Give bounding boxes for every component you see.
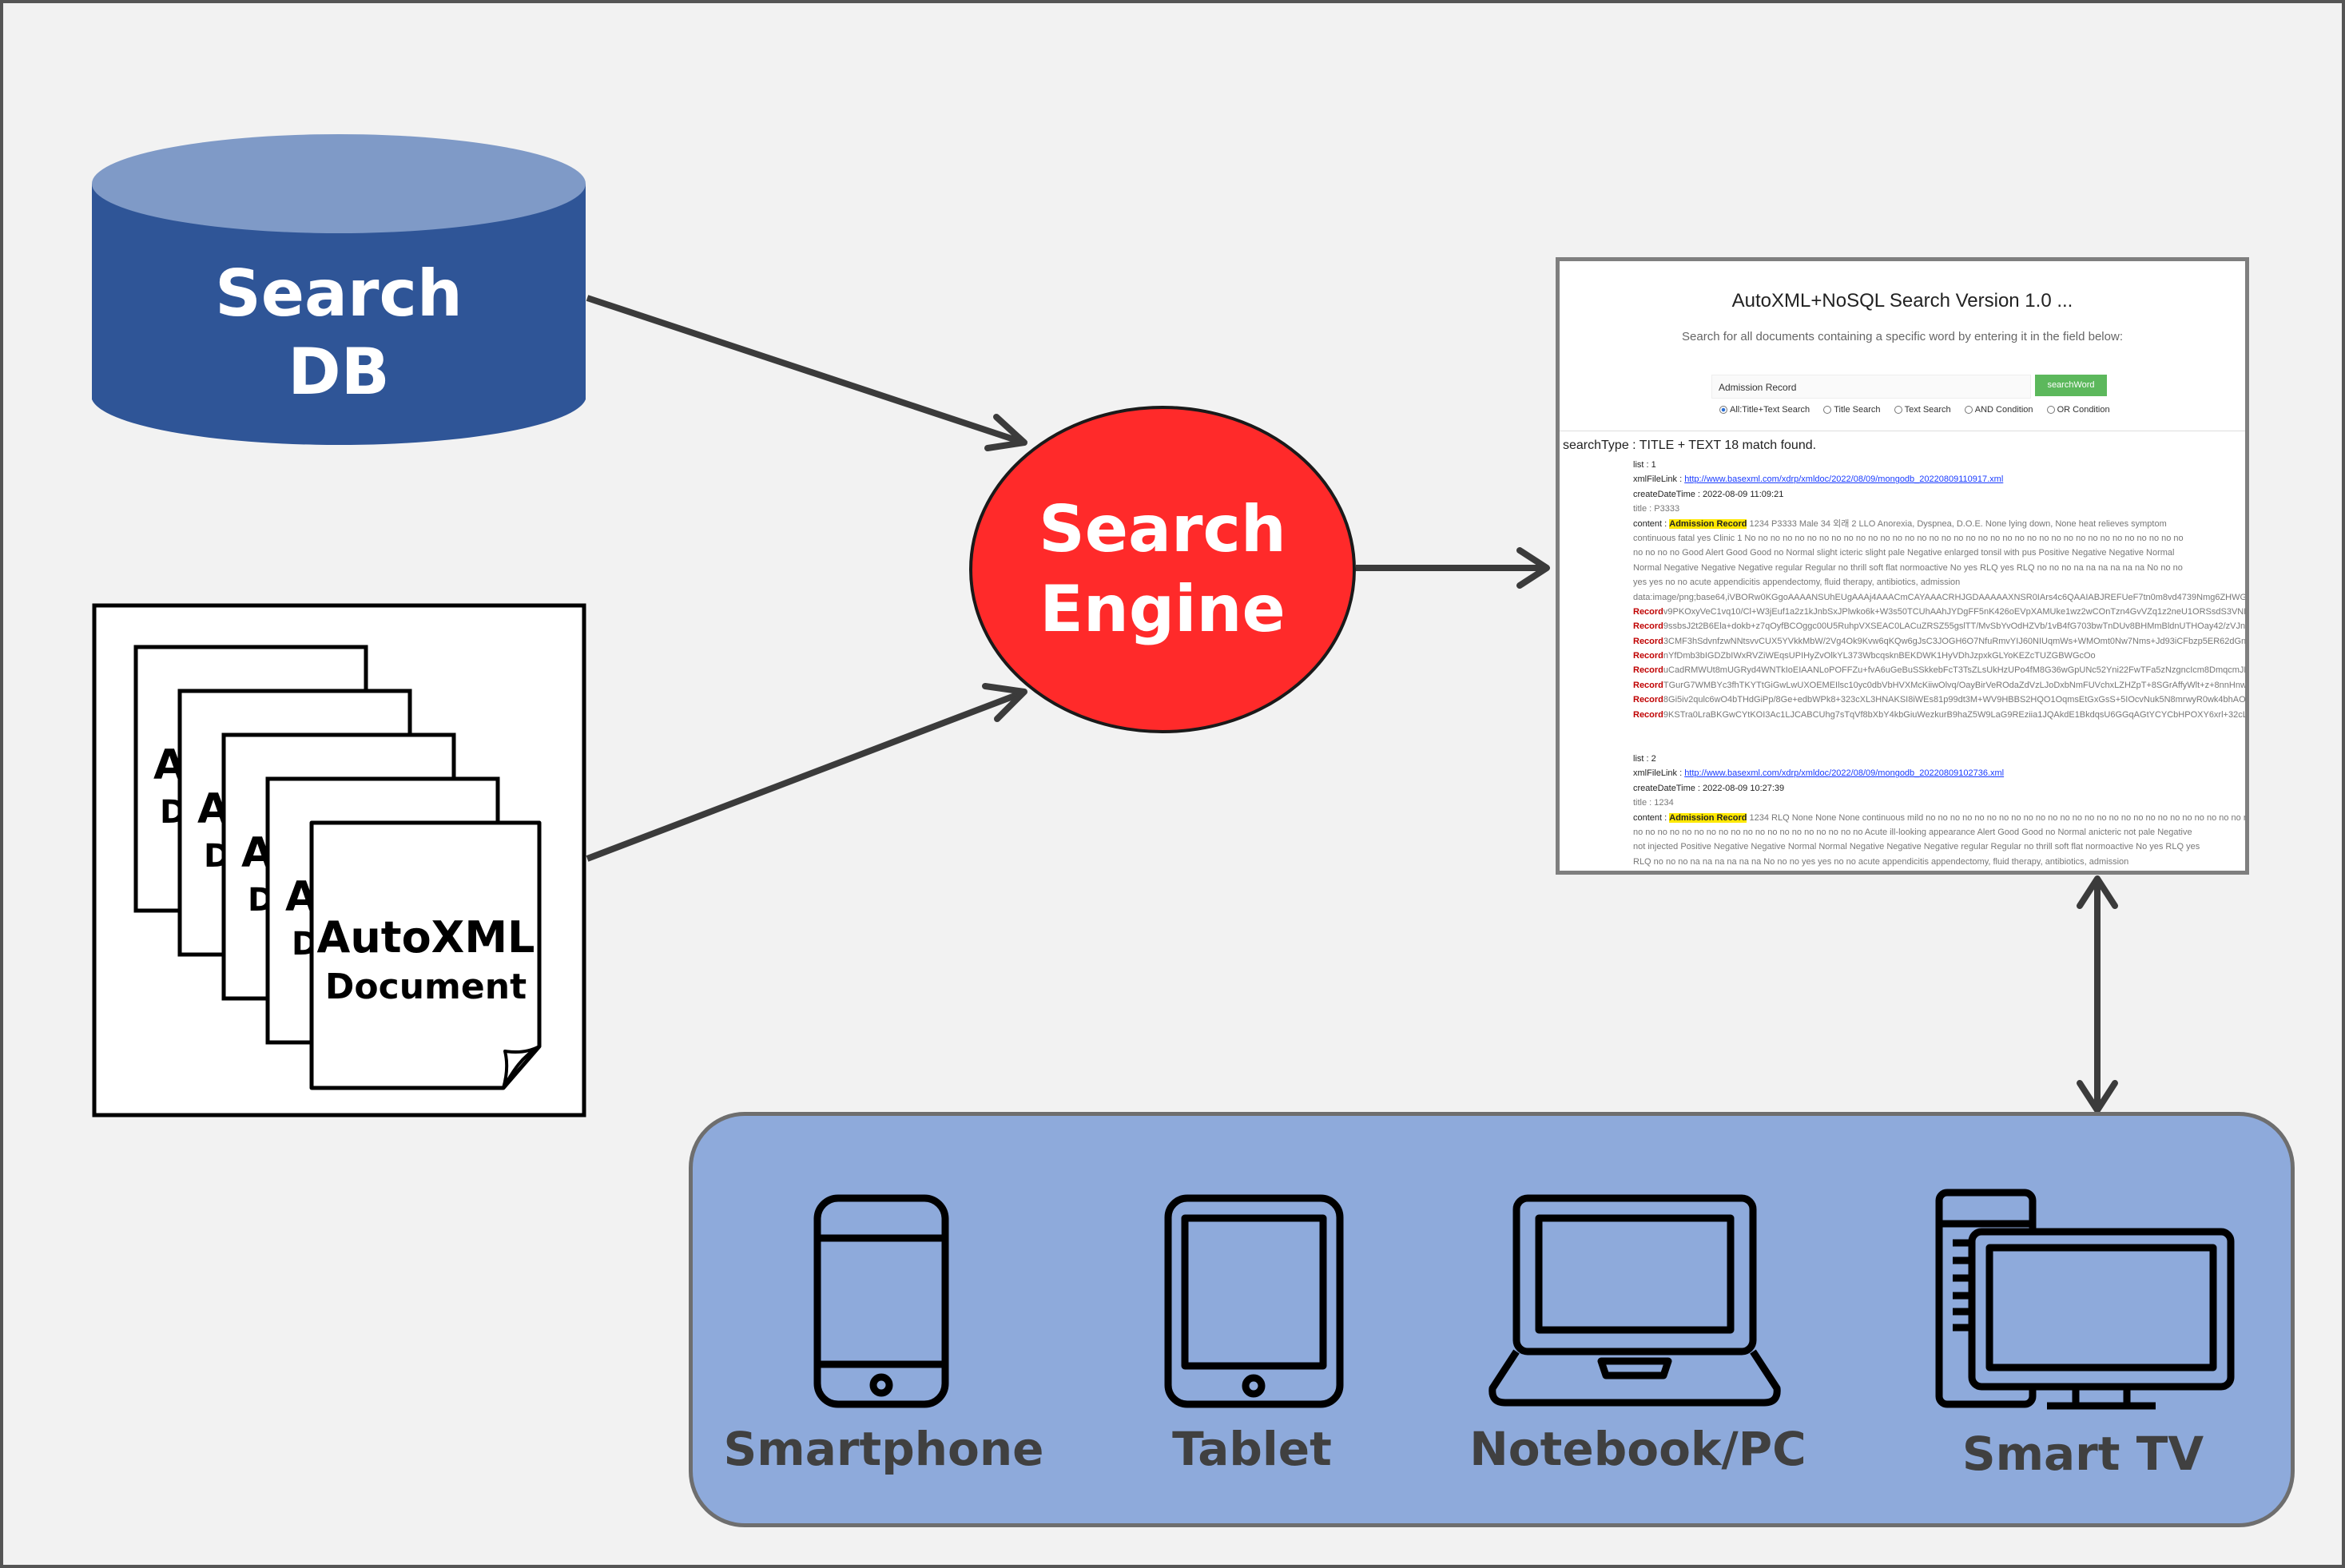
record-line: Record9KSTra0LraBKGwCYtKOI3Ac1LJCABCUhg7… (1633, 709, 2249, 720)
app-title: AutoXML+NoSQL Search Version 1.0 ... (1731, 290, 2073, 312)
result-title: title : 1234 (1633, 798, 1674, 808)
radio-icon (1964, 406, 1973, 414)
result-content-line: no no no no no no no no no no no no no n… (1633, 827, 2192, 837)
result-item-2: list : 2 xmlFileLink : http://www.basexm… (1633, 752, 2249, 869)
record-line: RecordnYfDmb3bIGDZbIWxRVZiWEqsUPIHyZvOlk… (1633, 651, 2096, 661)
record-line: RecorduCadRMWUt8mUGRyd4WNTkIoEIAANLoPOFF… (1633, 665, 2249, 676)
result-content-line: no no no no Good Alert Good Good no Norm… (1633, 548, 2175, 558)
radio-text-search[interactable]: Text Search (1894, 405, 1951, 415)
result-file-row: xmlFileLink : http://www.basexml.com/xdr… (1633, 474, 2004, 485)
result-summary: searchType : TITLE + TEXT 18 match found… (1563, 439, 1817, 452)
record-line: Record9ssbsJ2t2B6Ela+dokb+z7qOyfBCOggc00… (1633, 621, 2249, 632)
record-line: Recordv9PKOxyVeC1vq10/Cl+W3jEuf1a2z1kJnb… (1633, 606, 2249, 617)
arrow-db-to-engine (586, 295, 1027, 451)
search-button[interactable]: searchWord (2035, 375, 2107, 396)
device-label-smart-tv: Smart TV (1961, 1427, 2204, 1481)
result-list-number: list : 2 (1633, 754, 1656, 764)
result-create-date: createDateTime : 2022-08-09 11:09:21 (1633, 489, 1784, 499)
result-item-1: list : 1 xmlFileLink : http://www.basexm… (1633, 458, 2249, 722)
search-input[interactable]: Admission Record (1711, 375, 2031, 399)
search-engine-label-line2: Engine (1039, 572, 1286, 646)
search-engine-node: Search Engine (969, 406, 1356, 733)
result-content-line: RLQ no no no na na na na na na No no no … (1633, 856, 2129, 867)
document-page-front: AutoXML Document (309, 820, 542, 1090)
search-db-cylinder: Search DB (92, 134, 586, 446)
radio-icon (1894, 406, 1902, 414)
result-title: title : P3333 (1633, 504, 1680, 514)
radio-selected-icon (1719, 406, 1727, 414)
result-create-date: createDateTime : 2022-08-09 10:27:39 (1633, 783, 1785, 793)
device-label-tablet: Tablet (1172, 1422, 1332, 1476)
search-ui-screenshot: AutoXML+NoSQL Search Version 1.0 ... Sea… (1556, 257, 2249, 875)
search-mode-radios: All:Title+Text Search Title Search Text … (1719, 405, 2215, 415)
result-content-line: continuous fatal yes Clinic 1 No no no n… (1633, 533, 2184, 543)
document-label-line1: AutoXML (317, 912, 535, 963)
result-content-line: not injected Positive Negative Negative … (1633, 842, 2200, 852)
radio-title-search[interactable]: Title Search (1823, 405, 1881, 415)
arrow-engine-to-ui (1356, 547, 1550, 589)
record-line: Record8Gi5iv2qulc6wO4bTHdGiPp/8Ge+edbWPk… (1633, 695, 2249, 705)
document-stack: A D A D A D A D AutoXML Doc (92, 603, 586, 1117)
radio-icon (1823, 406, 1832, 414)
result-content-line: Normal Negative Negative Negative regula… (1633, 562, 2183, 573)
result-list-number: list : 1 (1633, 460, 1656, 470)
device-label-smartphone: Smartphone (723, 1422, 1044, 1476)
radio-all-title-text[interactable]: All:Title+Text Search (1719, 405, 1810, 415)
search-engine-label-line1: Search (1039, 492, 1286, 566)
search-highlight: Admission Record (1669, 518, 1747, 529)
result-file-row: xmlFileLink : http://www.basexml.com/xdr… (1633, 768, 2005, 779)
arrow-ui-devices-bidirectional (2077, 875, 2118, 1113)
record-line: Record3CMF3hSdvnfzwNNtsvvCUX5YVkkMbW/2Vg… (1633, 636, 2249, 646)
arrow-docs-to-engine (586, 683, 1027, 862)
document-label-line2: Document (325, 967, 527, 1007)
search-highlight: Admission Record (1669, 812, 1747, 823)
record-line: RecordTGurG7WMBYc3fhTKYTtGiGwLwUXOEMEIls… (1633, 680, 2249, 690)
result-content-row: content : Admission Record 1234 P3333 Ma… (1633, 518, 2167, 529)
result-file-link[interactable]: http://www.basexml.com/xdrp/xmldoc/2022/… (1684, 768, 2005, 779)
result-file-link[interactable]: http://www.basexml.com/xdrp/xmldoc/2022/… (1684, 474, 2004, 485)
result-content-line: yes yes no no acute appendicitis appende… (1633, 578, 1961, 588)
search-db-label-line1: Search (215, 256, 463, 331)
search-db-label-line2: DB (288, 335, 389, 409)
result-content-line: data:image/png;base64,iVBORw0KGgoAAAANSU… (1633, 592, 2249, 602)
radio-or-condition[interactable]: OR Condition (2046, 405, 2110, 415)
radio-icon (2046, 406, 2055, 414)
result-content-row: content : Admission Record 1234 RLQ None… (1633, 812, 2249, 823)
radio-and-condition[interactable]: AND Condition (1964, 405, 2033, 415)
app-subtitle: Search for all documents containing a sp… (1682, 330, 2123, 343)
device-label-notebook-pc: Notebook/PC (1469, 1422, 1806, 1476)
